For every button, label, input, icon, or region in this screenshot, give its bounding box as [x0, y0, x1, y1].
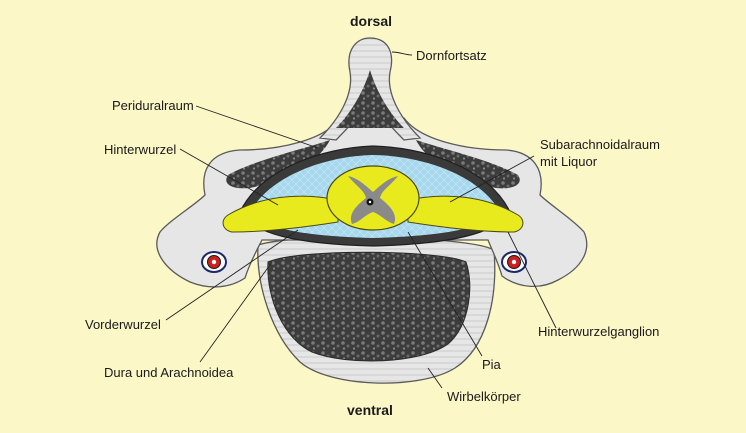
label-wirbelkoerper: Wirbelkörper — [447, 389, 521, 404]
leader-periduralraum — [195, 105, 319, 149]
label-hinterwurzelganglion: Hinterwurzelganglion — [538, 324, 660, 339]
label-vorderwurzel: Vorderwurzel — [85, 317, 161, 332]
root-right — [407, 195, 524, 233]
leader-hinterwurzel — [179, 148, 279, 206]
epidural-fat-left — [226, 140, 330, 189]
label-subarachnoidalraum-line2: mit Liquor — [540, 154, 598, 169]
orientation-dorsal: dorsal — [350, 13, 393, 29]
label-periduralraum: Periduralraum — [112, 98, 194, 113]
leader-lines — [165, 51, 557, 389]
leader-vorderwurzel — [165, 229, 299, 321]
label-dura-und-arachnoidea: Dura und Arachnoidea — [104, 365, 234, 380]
orientation-ventral: ventral — [347, 402, 393, 418]
leader-dornfortsatz — [391, 51, 413, 56]
leader-pia — [407, 231, 483, 357]
leader-ganglion — [507, 231, 557, 329]
leader-subarachnoidalraum — [449, 155, 535, 203]
label-subarachnoidalraum: Subarachnoidalraum mit Liquor — [540, 137, 660, 169]
label-subarachnoidalraum-line1: Subarachnoidalraum — [540, 137, 660, 152]
label-hinterwurzel: Hinterwurzel — [104, 142, 177, 157]
central-canal-lumen — [368, 200, 372, 204]
leader-dura — [199, 261, 273, 363]
root-left — [222, 195, 339, 233]
grey-matter — [348, 176, 398, 224]
spinous-process-spongy — [336, 70, 404, 128]
vertebral-body-spongy-core — [267, 251, 471, 362]
vertebral-vessel-left — [201, 251, 227, 273]
leader-wirbelkoerper — [427, 367, 443, 389]
vertebral-vessel-right — [501, 251, 527, 273]
label-dornfortsatz: Dornfortsatz — [416, 48, 487, 63]
epidural-fat-right — [416, 140, 520, 189]
label-pia: Pia — [482, 357, 501, 372]
